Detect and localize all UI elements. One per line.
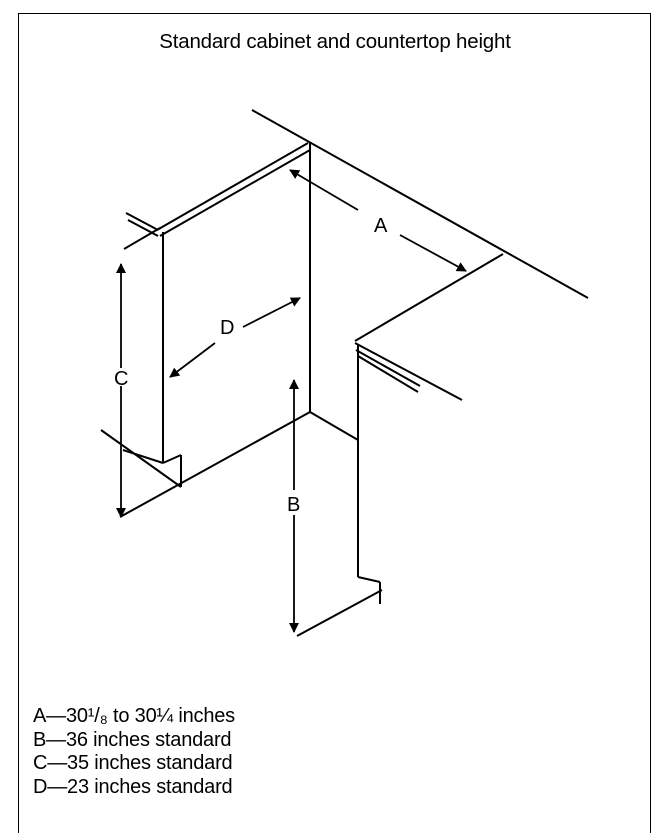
- countertop-depth-line: [309, 411, 359, 441]
- upper-cabinet-top-edge-inner: [159, 149, 311, 237]
- left-hatch-2: [127, 219, 159, 237]
- left-countertop-line: [100, 429, 182, 488]
- bottom-floor-line: [296, 589, 383, 637]
- legend-list: A—30¹/₈ to 30¼ inches B—36 inches standa…: [33, 705, 235, 799]
- figure-title: Standard cabinet and countertop height: [159, 30, 511, 53]
- left-hatch-3: [123, 227, 161, 250]
- floor-line: [119, 411, 311, 518]
- right-cabinet-hatch-2: [357, 355, 419, 393]
- label-c: C: [114, 368, 128, 390]
- legend-item-b: B—36 inches standard: [33, 728, 232, 751]
- legend-item-a: A—30¹/₈ to 30¼ inches: [33, 705, 235, 727]
- left-countertop-front: [122, 449, 164, 464]
- legend-item-c: C—35 inches standard: [33, 752, 233, 774]
- left-countertop-lip: [162, 454, 182, 464]
- label-d: D: [220, 317, 234, 339]
- left-hatch-1: [125, 212, 159, 231]
- right-cabinet-base: [357, 576, 381, 583]
- ceiling-line: [251, 109, 589, 299]
- upper-cabinet-top-edge: [156, 142, 309, 231]
- legend-item-d: D—23 inches standard: [33, 775, 233, 798]
- dimension-arrow-d-upper: [242, 297, 301, 328]
- right-cabinet-hatch-1: [355, 349, 421, 387]
- upper-cabinet-bottom-edge: [354, 253, 504, 342]
- right-cabinet-edge-top: [354, 342, 463, 401]
- figure-frame: [18, 13, 651, 833]
- dimension-arrow-a-upper: [289, 169, 359, 211]
- label-b: B: [287, 494, 300, 516]
- label-a: A: [374, 215, 388, 237]
- dimension-arrow-d-lower: [169, 342, 216, 378]
- dimension-arrow-a-lower: [399, 234, 467, 272]
